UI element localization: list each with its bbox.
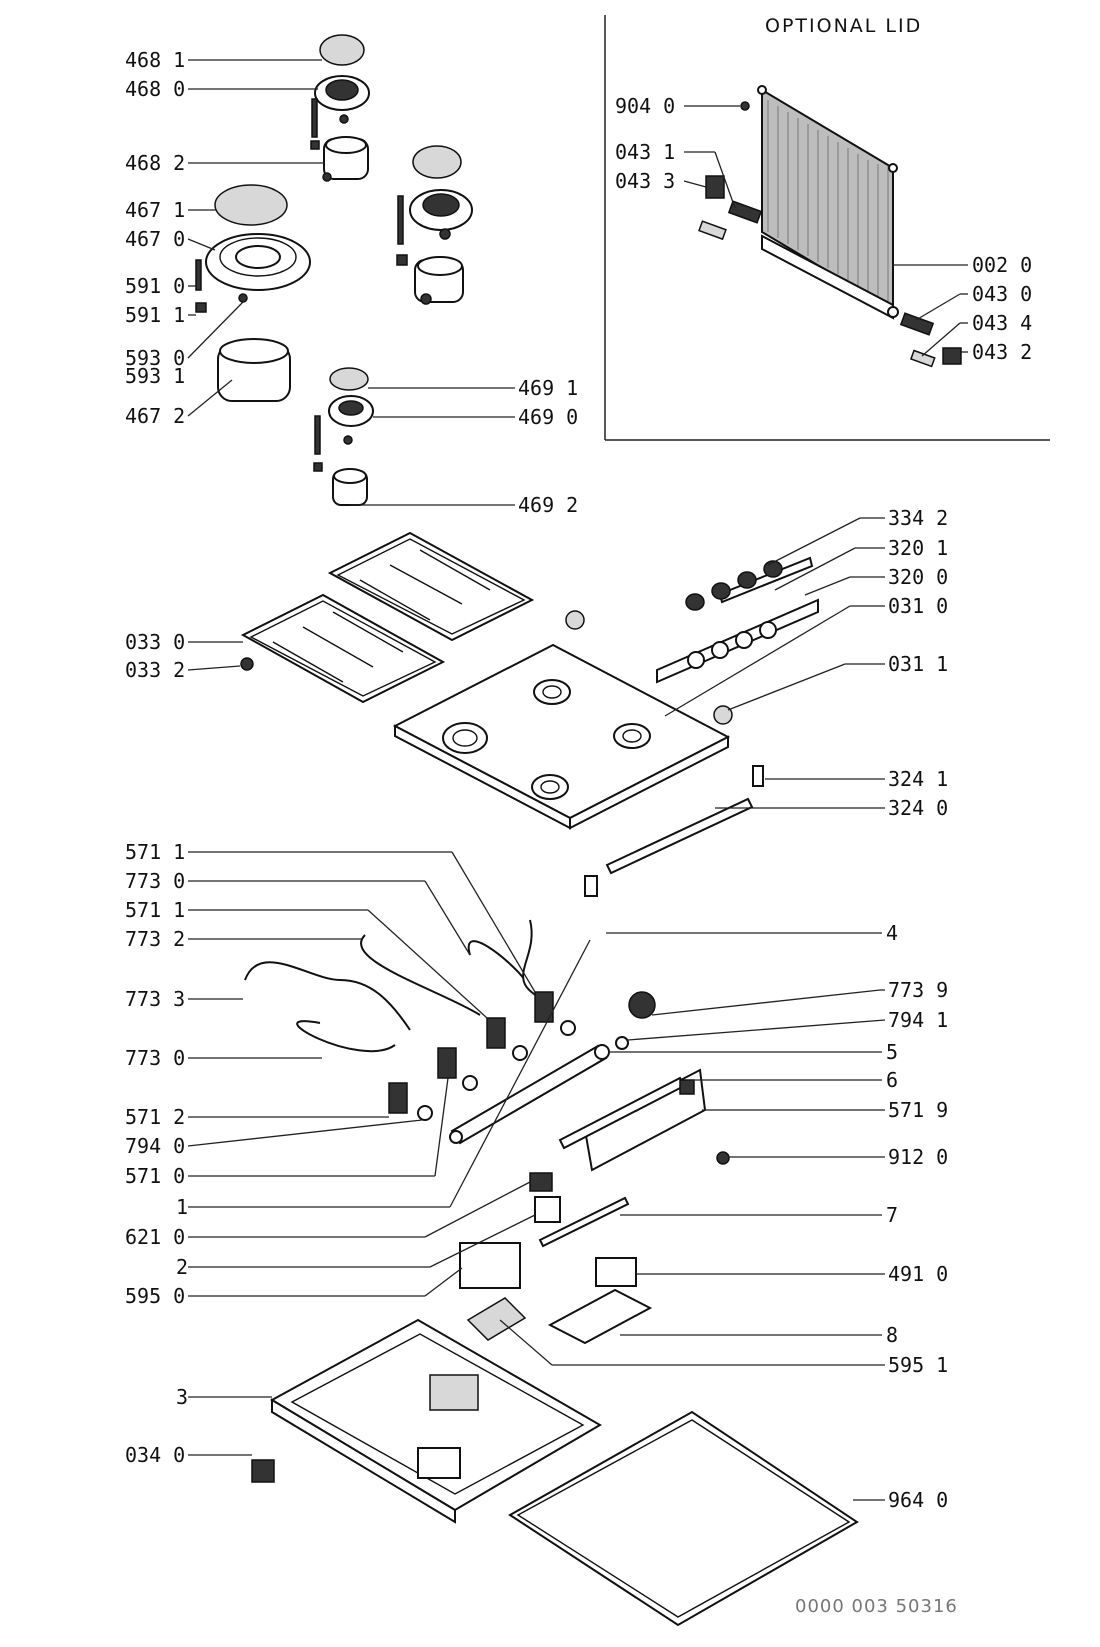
callout-571-0: 571 0 [125, 1164, 185, 1188]
callout-043-3: 043 3 [615, 169, 675, 193]
callout-904-0: 904 0 [615, 94, 675, 118]
callout-043-2: 043 2 [972, 340, 1032, 364]
callout-571-1-a: 571 1 [125, 840, 185, 864]
gas-valve-drawings [244, 919, 730, 1345]
callout-912-0: 912 0 [888, 1145, 948, 1169]
document-number: 0000 003 50316 [795, 1596, 958, 1617]
callout-794-0: 794 0 [125, 1134, 185, 1158]
callout-468-2: 468 2 [125, 151, 185, 175]
callout-469-2: 469 2 [518, 493, 578, 517]
callout-571-2: 571 2 [125, 1105, 185, 1129]
callout-773-9: 773 9 [888, 978, 948, 1002]
callout-469-0: 469 0 [518, 405, 578, 429]
left-callouts: 468 1 468 0 468 2 467 1 467 0 591 0 591 … [125, 48, 591, 1467]
callout-621-0: 621 0 [125, 1225, 185, 1249]
callout-469-1: 469 1 [518, 376, 578, 400]
callout-5: 5 [886, 1040, 898, 1064]
lid-title: OPTIONAL LID [765, 15, 922, 37]
callout-034-0: 034 0 [125, 1443, 185, 1467]
hob-drawings [240, 531, 819, 897]
lid-callouts: 904 0 043 1 043 3 002 0 043 0 043 4 043 … [615, 94, 1032, 364]
callout-320-0: 320 0 [888, 565, 948, 589]
callout-002-0: 002 0 [972, 253, 1032, 277]
callout-6: 6 [886, 1068, 898, 1092]
callout-467-2: 467 2 [125, 404, 185, 428]
callout-1: 1 [176, 1195, 188, 1219]
callout-320-1: 320 1 [888, 536, 948, 560]
callout-468-0: 468 0 [125, 77, 185, 101]
base-tray-drawing [251, 1318, 602, 1524]
lid-hinge-parts [698, 101, 962, 368]
callout-033-2: 033 2 [125, 658, 185, 682]
sealing-frame-drawing [508, 1410, 859, 1627]
callout-324-1: 324 1 [888, 767, 948, 791]
callout-031-0: 031 0 [888, 594, 948, 618]
callout-591-0: 591 0 [125, 274, 185, 298]
callout-964-0: 964 0 [888, 1488, 948, 1512]
callout-4: 4 [886, 921, 898, 945]
callout-595-1: 595 1 [888, 1353, 948, 1377]
callout-334-2: 334 2 [888, 506, 948, 530]
callout-773-3: 773 3 [125, 987, 185, 1011]
callout-571-1-b: 571 1 [125, 898, 185, 922]
callout-043-0: 043 0 [972, 282, 1032, 306]
callout-794-1: 794 1 [888, 1008, 948, 1032]
callout-031-1: 031 1 [888, 652, 948, 676]
callout-043-1: 043 1 [615, 140, 675, 164]
right-callouts: 469 1 469 0 469 2 334 2 320 1 320 0 031 … [350, 376, 948, 1512]
lid-glass-drawing [757, 85, 899, 320]
burner-drawings [195, 34, 473, 506]
callout-043-4: 043 4 [972, 311, 1032, 335]
callout-2: 2 [176, 1255, 188, 1279]
callout-595-0: 595 0 [125, 1284, 185, 1308]
callout-324-0: 324 0 [888, 796, 948, 820]
callout-7: 7 [886, 1203, 898, 1227]
callout-8: 8 [886, 1323, 898, 1347]
callout-3: 3 [176, 1385, 188, 1409]
callout-467-1: 467 1 [125, 198, 185, 222]
callout-467-0: 467 0 [125, 227, 185, 251]
callout-593-0: 593 0 [125, 346, 185, 370]
callout-773-0-a: 773 0 [125, 869, 185, 893]
callout-773-2: 773 2 [125, 927, 185, 951]
callout-593-1: 593 1 [125, 364, 185, 388]
callout-773-0-b: 773 0 [125, 1046, 185, 1070]
callout-033-0: 033 0 [125, 630, 185, 654]
callout-591-1: 591 1 [125, 303, 185, 327]
callout-468-1: 468 1 [125, 48, 185, 72]
callout-571-9: 571 9 [888, 1098, 948, 1122]
callout-491-0: 491 0 [888, 1262, 948, 1286]
optional-lid-panel: OPTIONAL LID [604, 15, 1050, 441]
